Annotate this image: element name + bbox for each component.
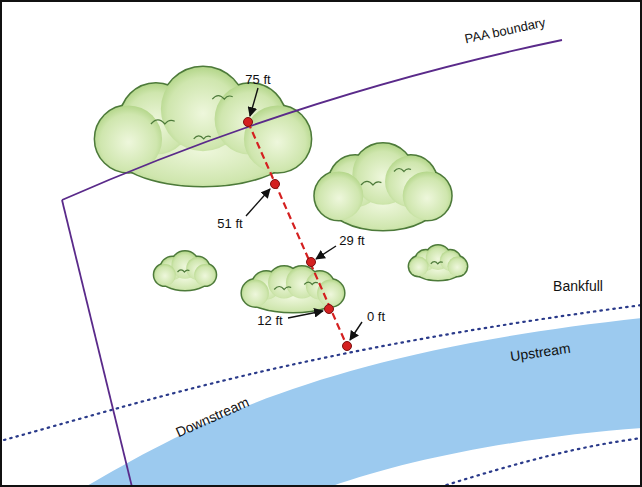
transect-points [244,118,352,351]
bush [315,144,452,230]
paa-boundary-line [62,200,132,487]
map-label: 75 ft [245,73,270,86]
map-label: 12 ft [257,314,282,327]
leader-arrows [246,88,362,340]
bush-group [95,67,467,312]
transect-line [248,122,347,346]
map-label: 29 ft [339,234,364,247]
paa-boundary-line [62,40,562,200]
bush [154,252,216,290]
bush [409,245,467,280]
bankfull-line [440,438,642,487]
bankfull-line [4,305,642,440]
map-label: 0 ft [367,310,385,323]
bush [95,67,311,186]
map-label: 51 ft [217,217,242,230]
map-label: Bankfull [553,279,603,293]
map-label: PAA boundary [463,15,546,45]
river [85,318,642,487]
